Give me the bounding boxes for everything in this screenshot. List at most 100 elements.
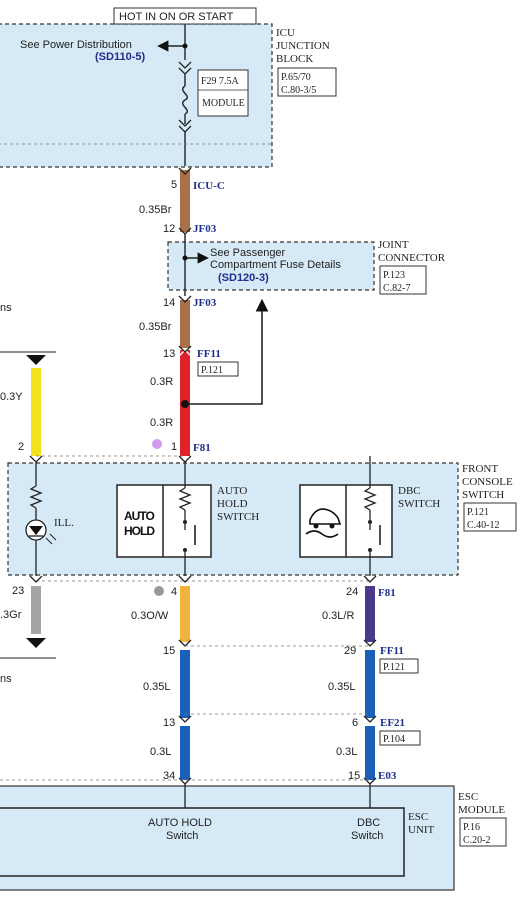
wire-03r-2: 0.3R [150,417,173,429]
f81-label-dbc: F81 [378,587,396,599]
wire-035l-dbc: 0.35L [328,681,356,693]
fuse-label-box [197,69,249,117]
wire-03lr: 0.3L/R [322,610,354,622]
icu-name-3: BLOCK [276,53,313,65]
icu-name-1: ICU [276,27,295,39]
fuse-icon [182,85,188,115]
esc-unit-label-1: ESC [408,811,428,823]
pin-6-dbc: 6 [352,717,358,729]
wire-035l-auto: 0.35L [143,681,171,693]
wire-03y: 0.3Y [0,391,23,403]
splice-dot [181,400,189,408]
front-console-ref-p: P.121 [467,507,489,518]
pin-34-auto: 34 [163,770,175,782]
icu-ref-p: P.65/70 [281,72,311,83]
blue-wire-auto-1 [180,650,190,718]
yellow-wire [31,368,41,456]
pin-13-auto: 13 [163,717,175,729]
pin-2: 2 [18,441,24,453]
ff11-ref-main: P.121 [201,365,223,376]
jf03-label-b: JF03 [193,297,217,309]
icu-c-label: ICU-C [193,180,225,192]
joint-ref-c: C.82-7 [383,283,411,294]
pin-29-dbc: 29 [344,645,356,657]
joint-ref-box [379,265,427,295]
auto-hold-label-1: AUTO [217,485,247,497]
dbc-label-1: DBC [398,485,421,497]
esc-auto-hold-label-1: AUTO HOLD [148,817,212,829]
pin-4-marker [154,586,164,596]
joint-see-2: Compartment Fuse Details [210,259,341,271]
wire-03l-auto: 0.3L [150,746,171,758]
joint-connector-box [167,241,375,291]
dbc-car-icon [305,508,342,538]
fuse-sub-label: MODULE [202,98,245,109]
auto-hold-icon-2: HOLD [124,524,155,538]
fuse-label: F29 7.5A [201,76,240,87]
left-ns-2: ns [0,673,12,685]
auto-hold-label-3: SWITCH [217,511,259,523]
f81-label-main: F81 [193,442,211,454]
joint-name-1: JOINT [378,239,409,251]
wire-03l-dbc: 0.3L [336,746,357,758]
joint-name-2: CONNECTOR [378,252,446,264]
front-console-ref-box [463,502,517,532]
resistor-ill-icon [29,485,43,509]
front-console-name-3: SWITCH [462,489,504,501]
icu-ref-box [277,67,337,97]
wire-03gr: .3Gr [0,609,22,621]
wire-03r-1: 0.3R [150,376,173,388]
esc-module-name-2: MODULE [458,804,505,816]
pin-12: 12 [163,223,175,235]
dbc-label-2: SWITCH [398,498,440,510]
esc-ref-c: C.20-2 [463,835,491,846]
ef21-ref: P.104 [383,734,405,745]
resistor-auto-icon [178,487,192,511]
see-power-distribution-text: See Power Distribution [20,39,132,51]
main-wire-brown-2 [180,300,190,348]
gray-wire [31,586,41,634]
pin-1-marker [152,439,162,449]
pin-15-auto: 15 [163,645,175,657]
wire-035br-1: 0.35Br [139,204,172,216]
ef21-label: EF21 [380,717,405,729]
auto-hold-icon-1: AUTO [124,509,154,523]
wire-03ow: 0.3O/W [131,610,169,622]
resistor-dbc-icon [363,487,377,511]
esc-dbc-label-2: Switch [351,830,383,842]
wire-035br-2: 0.35Br [139,321,172,333]
esc-ref-box [459,817,507,847]
pin-24-dbc: 24 [346,586,358,598]
blue-wire-dbc-2 [365,726,375,780]
ff11-label-dbc: FF11 [380,645,404,657]
ill-label: ILL. [54,517,74,529]
pin-1: 1 [171,441,177,453]
pin-23: 23 [12,585,24,597]
esc-unit-label-2: UNIT [408,824,435,836]
power-distribution-ref: (SD110-5) [95,51,145,63]
auto-hold-label-2: HOLD [217,498,248,510]
joint-sd-ref: (SD120-3) [218,272,269,284]
blue-wire-auto-2 [180,726,190,780]
pin-15-dbc: 15 [348,770,360,782]
left-ns-1: ns [0,302,12,314]
main-wire-brown-1 [180,170,190,232]
blue-wire-dbc-1 [365,650,375,718]
pin-4-auto: 4 [171,586,177,598]
ff11-ref-dbc: P.121 [383,662,405,673]
joint-see-1: See Passenger [210,247,286,259]
joint-return-wire [189,298,269,405]
orange-wire [180,586,190,642]
joint-ref-p: P.123 [383,270,405,281]
icu-ref-c: C.80-3/5 [281,85,316,96]
pin-14: 14 [163,297,175,309]
e03-label: E03 [378,770,397,782]
pin-5: 5 [171,179,177,191]
esc-ref-p: P.16 [463,822,480,833]
front-console-name-1: FRONT [462,463,498,475]
front-console-ref-c: C.40-12 [467,520,500,531]
pin-13-main: 13 [163,348,175,360]
ff11-label-main: FF11 [197,348,221,360]
front-console-name-2: CONSOLE [462,476,513,488]
